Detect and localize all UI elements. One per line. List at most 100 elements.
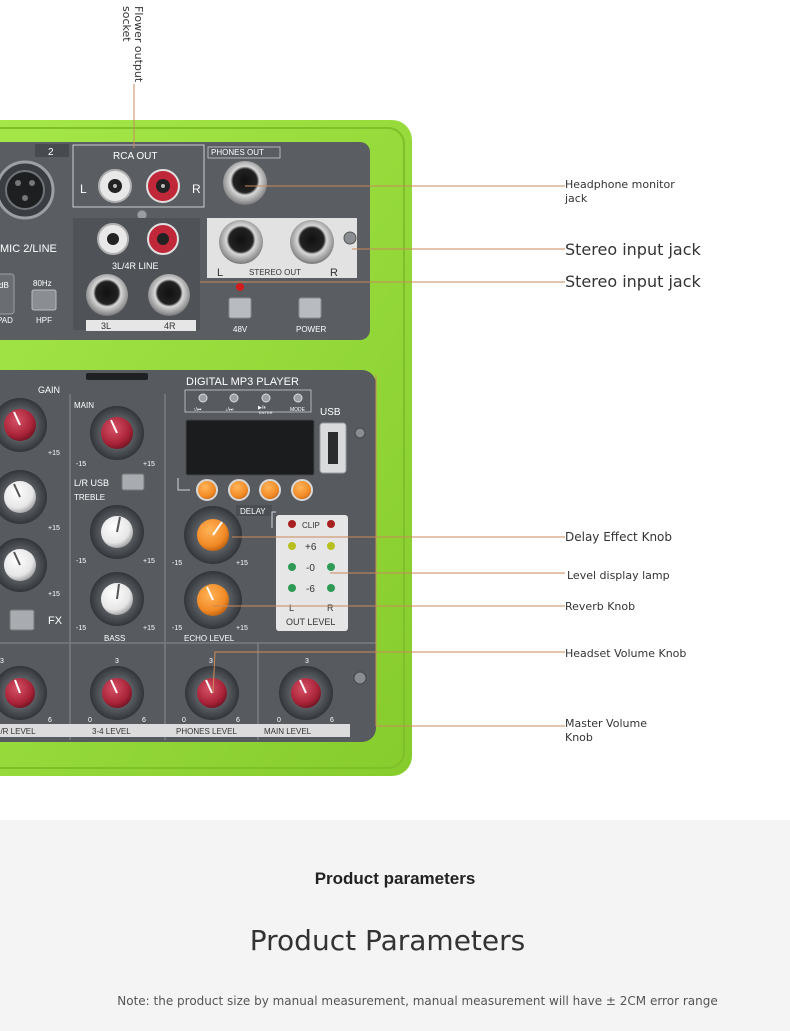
line-34-label: 3L/4R LINE	[112, 261, 159, 271]
power-button[interactable]	[298, 297, 322, 319]
stereo-input-callout-1: Stereo input jack	[565, 240, 702, 259]
echo-knob-max: +15	[236, 625, 248, 632]
rca-l-label: L	[80, 182, 87, 196]
fx-button[interactable]	[9, 609, 35, 631]
stereo-input-callout-2: Stereo input jack	[565, 272, 702, 291]
mp3-play-label: ▶/⏸	[258, 405, 266, 411]
clip-led-l	[288, 520, 296, 528]
rca-out-right-socket[interactable]	[146, 169, 180, 203]
main-eq-knob[interactable]	[90, 406, 144, 460]
ch2-level-label: 2/R LEVEL	[0, 727, 36, 736]
delay-effect-knob[interactable]	[184, 506, 242, 564]
hpf-freq-label: 80Hz	[33, 279, 52, 288]
bass-label: BASS	[104, 634, 125, 643]
mp3-next-button[interactable]	[229, 393, 239, 403]
out-r-label: R	[327, 603, 334, 613]
phones-level-label: PHONES LEVEL	[176, 727, 237, 736]
headphone-monitor-callout-line1: Headphone monitor	[565, 178, 675, 191]
mp3-mode-button[interactable]	[293, 393, 303, 403]
echo-level-label: ECHO LEVEL	[184, 634, 235, 643]
clip-label: CLIP	[302, 521, 320, 530]
phones-level-knob[interactable]	[185, 666, 239, 720]
stereo-out-left-jack[interactable]	[219, 220, 263, 264]
phantom-power-led	[236, 283, 244, 291]
power-label: POWER	[296, 325, 326, 334]
phones-scale-6: 6	[236, 717, 240, 724]
ch1-treble-knob-max: +15	[48, 525, 60, 532]
ch1-bass-knob[interactable]	[0, 538, 47, 592]
jack-3l[interactable]	[86, 274, 128, 316]
rca-out-label: RCA OUT	[113, 151, 157, 162]
ch2-level-scale-6: 6	[48, 717, 52, 724]
mp3-enter-label: ENTER	[259, 410, 273, 415]
mp3-display	[185, 419, 315, 476]
plus6-led-l	[288, 542, 296, 550]
mp3-prev-button[interactable]	[198, 393, 208, 403]
rca-out-left-socket[interactable]	[98, 169, 132, 203]
reverb-knob-callout: Reverb Knob	[565, 600, 635, 613]
flower-output-callout-line2: socket	[120, 6, 133, 42]
phones-out-label: PHONES OUT	[211, 148, 264, 157]
callout-lines	[133, 84, 565, 727]
master-volume-callout-line1: Master Volume	[565, 717, 647, 730]
main-knob-max: +15	[143, 461, 155, 468]
main-knob-min: -15	[76, 461, 86, 468]
mixer-product-photo: 2 MIC 2/LINE dB PAD 80Hz HPF RCA OUT L R…	[0, 6, 702, 776]
mp3-mode-label: MODE	[290, 407, 306, 413]
treble-label: TREBLE	[74, 493, 105, 502]
zero-label: -0	[306, 563, 315, 574]
treble-knob[interactable]	[90, 505, 144, 559]
delay-preset-buttons[interactable]	[196, 479, 313, 501]
hpf-button[interactable]	[31, 289, 57, 311]
measurement-note: Note: the product size by manual measure…	[117, 994, 718, 1008]
level-34-label: 3-4 LEVEL	[92, 727, 131, 736]
jack-4r[interactable]	[148, 274, 190, 316]
line-3l-rca[interactable]	[97, 223, 129, 255]
minus6-label: -6	[306, 584, 315, 595]
plus6-led-r	[327, 542, 335, 550]
main-level-knob[interactable]	[279, 666, 333, 720]
stereo-out-right-jack[interactable]	[290, 220, 334, 264]
delay-label: DELAY	[240, 507, 266, 516]
mp3-prev-label: ↑/⏮	[193, 407, 202, 413]
bass-knob-min: -15	[76, 625, 86, 632]
out-l-label: L	[289, 603, 294, 613]
minus6-led-l	[288, 584, 296, 592]
gain-knob-max: +15	[48, 450, 60, 457]
minus6-led-r	[327, 584, 335, 592]
mic2-line-label: MIC 2/LINE	[0, 243, 57, 255]
bass-knob-max: +15	[143, 625, 155, 632]
mixer-illustration: 2 MIC 2/LINE dB PAD 80Hz HPF RCA OUT L R…	[0, 6, 702, 776]
sd-card-slot[interactable]	[86, 373, 148, 380]
lr-usb-button[interactable]	[121, 473, 145, 491]
level34-scale-0: 0	[88, 717, 92, 724]
mp3-next-label: ↓/⏭	[225, 407, 234, 413]
main-level-scale-6: 6	[330, 717, 334, 724]
phantom-48v-button[interactable]	[228, 297, 252, 319]
reverb-echo-knob[interactable]	[184, 571, 242, 629]
line-4r-rca[interactable]	[147, 223, 179, 255]
mp3-player-title: DIGITAL MP3 PLAYER	[186, 376, 299, 388]
out-level-label: OUT LEVEL	[286, 617, 335, 627]
gain-knob[interactable]	[0, 398, 47, 452]
level-34-knob[interactable]	[90, 666, 144, 720]
bass-knob[interactable]	[90, 572, 144, 626]
usb-label: USB	[320, 407, 341, 418]
flower-output-callout-line1: Flower output	[132, 6, 145, 83]
master-volume-callout-line2: Knob	[565, 731, 593, 744]
ch1-treble-knob[interactable]	[0, 470, 47, 524]
hpf-label: HPF	[36, 316, 52, 325]
mp3-play-button[interactable]	[261, 393, 271, 403]
lr-usb-label: L/R USB	[74, 478, 109, 488]
main-level-scale-3: 3	[305, 658, 309, 665]
treble-knob-max: +15	[143, 558, 155, 565]
product-parameters-section: Product parameters Product Parameters No…	[0, 820, 790, 1031]
ch2-level-knob[interactable]	[0, 666, 47, 720]
main-level-scale-0: 0	[277, 717, 281, 724]
phones-scale-3: 3	[209, 658, 213, 665]
zero-led-l	[288, 563, 296, 571]
plus6-label: +6	[305, 542, 317, 553]
rca-r-label: R	[192, 182, 201, 196]
phones-out-jack[interactable]	[223, 161, 267, 205]
main-level-label: MAIN LEVEL	[264, 727, 312, 736]
